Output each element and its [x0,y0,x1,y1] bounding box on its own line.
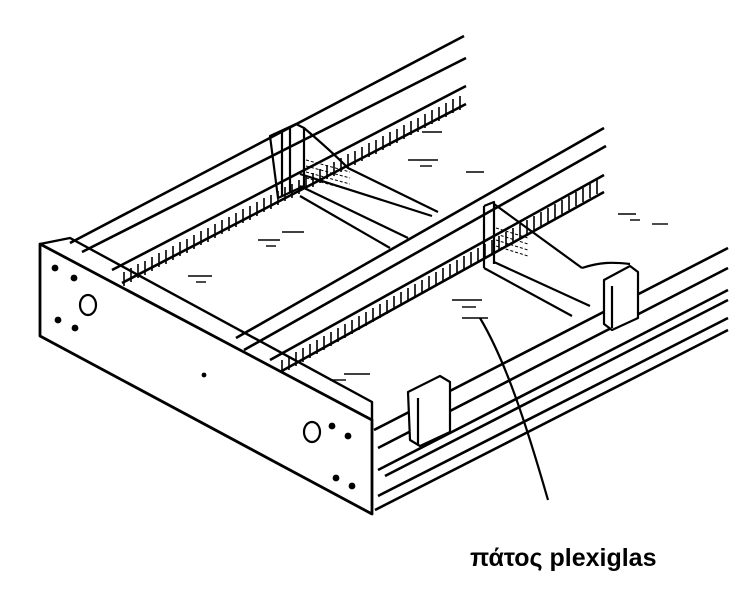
divider-clip-rear [602,264,640,332]
screw-dot [71,324,79,332]
screw-dot [70,274,78,282]
screw-dot [54,316,62,324]
plexiglas-reflections [188,131,668,381]
screw-dot [201,372,207,378]
panel-hole-left [78,293,98,317]
front-divider-hatching [495,227,529,257]
screw-dot [332,474,340,482]
screw-dot [328,422,336,430]
panel-hole-right [302,420,322,444]
screw-dot [51,264,59,272]
center-rail [235,126,607,374]
callout-leader-line [479,317,550,501]
back-divider [268,122,439,249]
callout-label: πάτος plexiglas [470,544,657,572]
screw-dot [348,482,356,490]
screw-dot [344,432,352,440]
front-divider [482,200,631,317]
front-panel [38,236,374,516]
back-divider-hatching [305,159,351,191]
divider-clip-front [406,374,452,448]
